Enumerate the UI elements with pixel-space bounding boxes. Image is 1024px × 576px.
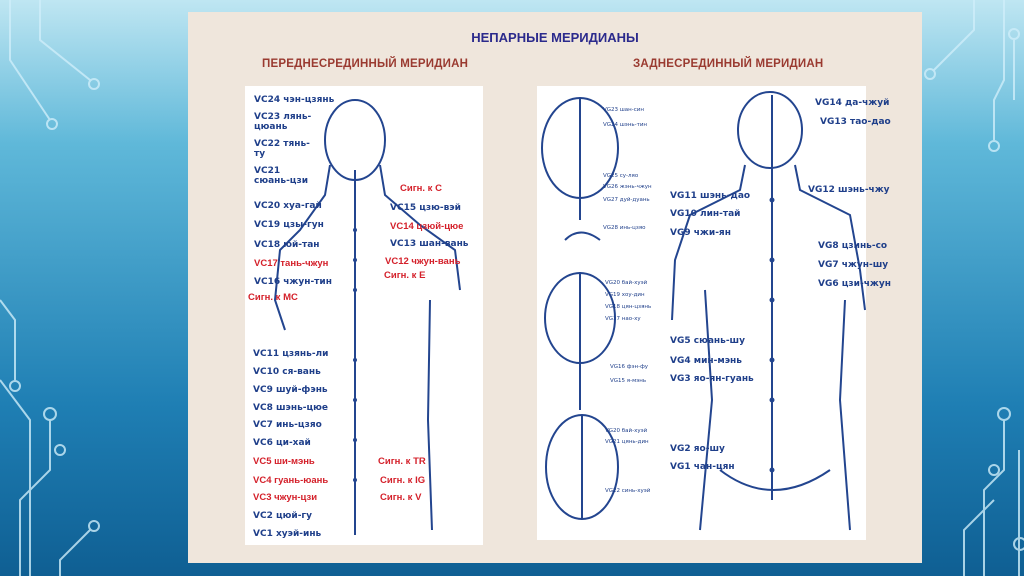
signal-c: Сигн. к С — [400, 183, 442, 194]
signal-tr: Сигн. к TR — [378, 456, 426, 467]
point-vg15: VG15 я-мэнь — [610, 378, 647, 384]
point-vg16: VG16 фэн-фу — [610, 364, 649, 370]
point-vc19: VC19 цзы-гун — [254, 220, 324, 230]
point-vg3: VG3 яо-ян-гуань — [670, 374, 754, 384]
point-vc13: VC13 шан-вань — [390, 239, 469, 249]
point-vc2: VC2 цюй-гу — [253, 511, 312, 521]
point-vc15: VC15 цзю-вэй — [390, 203, 461, 213]
point-vg22: VG22 синь-хуэй — [605, 488, 651, 494]
back-figure-panel — [537, 86, 866, 540]
point-vg23: VG23 шан-син — [603, 107, 644, 113]
back-meridian-heading: ЗАДНЕСРЕДИННЫЙ МЕРИДИАН — [633, 58, 824, 70]
point-vg20-back: VG20 бай-хуэй — [605, 280, 648, 286]
back-body-left — [671, 164, 746, 321]
point-vc23: VC23 лянь-цюань — [254, 112, 312, 132]
circuit-decoration-left — [0, 0, 100, 576]
point-vc24: VC24 чэн-цзянь — [254, 95, 335, 105]
point-vc7: VC7 инь-цзяо — [253, 420, 322, 430]
back-buttocks — [719, 469, 831, 491]
point-vg27: VG27 дуй-дуань — [603, 197, 650, 203]
front-figure-panel — [245, 86, 483, 545]
point-vc10: VC10 ся-вань — [253, 367, 321, 377]
point-vg10: VG10 лин-тай — [670, 209, 741, 219]
back-head-outline — [737, 91, 803, 169]
point-vg26: VG26 жэнь-чжун — [603, 184, 652, 190]
point-vc1: VC1 хуэй-инь — [253, 529, 322, 539]
point-vg18: VG18 цян-цзянь — [605, 304, 652, 310]
point-vc17: VC17 тань-чжун — [254, 258, 329, 269]
point-vg5: VG5 сюань-шу — [670, 336, 745, 346]
point-vc21: VC21 сюань-цзи — [254, 166, 309, 186]
point-vg8: VG8 цзинь-со — [818, 241, 888, 251]
point-vg13: VG13 тао-дао — [820, 117, 891, 127]
point-vg21: VG21 цянь-дин — [605, 439, 649, 445]
meridian-chart-panel: НЕПАРНЫЕ МЕРИДИАНЫ ПЕРЕДНЕСРЕДИННЫЙ МЕРИ… — [188, 12, 922, 563]
point-vg24: VG24 шэнь-тин — [603, 122, 648, 128]
point-vc14: VC14 цзюй-цюе — [390, 221, 464, 232]
slide-title: НЕПАРНЫЕ МЕРИДИАНЫ — [471, 30, 639, 45]
point-vc5: VC5 ши-мэнь — [253, 456, 315, 467]
mouth-outline — [564, 231, 601, 241]
point-vc22: VC22 тянь-ту — [254, 139, 310, 159]
point-vc20: VC20 хуа-гай — [254, 201, 322, 211]
front-body-left — [273, 164, 331, 331]
point-vg19: VG19 хоу-дин — [605, 292, 645, 298]
point-vg25: VG25 су-ляо — [603, 173, 639, 179]
back-body-sides — [699, 289, 851, 531]
point-vg2: VG2 яо-шу — [670, 444, 725, 454]
point-vc18: VC18 юй-тан — [254, 240, 320, 250]
signal-v: Сигн. к V — [380, 492, 422, 503]
point-vc8: VC8 шэнь-цюе — [253, 403, 329, 413]
point-vg1: VG1 чан-цян — [670, 462, 735, 472]
front-meridian-heading: ПЕРЕДНЕСРЕДИННЫЙ МЕРИДИАН — [262, 58, 469, 70]
point-vg12: VG12 шэнь-чжу — [808, 185, 890, 195]
back-body-right — [794, 164, 866, 311]
point-vc3: VC3 чжун-цзи — [253, 492, 318, 503]
point-vg9: VG9 чжи-ян — [670, 228, 731, 238]
point-vc4: VC4 гуань-юань — [253, 475, 329, 486]
signal-e: Сигн. к Е — [384, 270, 426, 281]
point-vc11: VC11 цзянь-ли — [253, 349, 329, 359]
point-vc9: VC9 шуй-фэнь — [253, 385, 328, 395]
signal-ig: Сигн. к IG — [380, 475, 426, 486]
front-head-outline — [324, 99, 386, 181]
signal-mc: Сигн. к МС — [248, 292, 298, 303]
point-vg4: VG4 мин-мэнь — [670, 356, 742, 366]
point-vc16: VC16 чжун-тин — [254, 277, 332, 287]
point-vg28: VG28 инь-цзяо — [603, 225, 646, 231]
point-vg20-top: VG20 бай-хуэй — [605, 428, 648, 434]
point-vc6: VC6 ци-хай — [253, 438, 311, 448]
front-body-right — [379, 164, 461, 291]
point-vg14: VG14 да-чжуй — [815, 98, 890, 108]
point-vg6: VG6 цзи-чжун — [818, 279, 891, 289]
point-vg7: VG7 чжун-шу — [818, 260, 889, 270]
front-body-right-side — [426, 299, 433, 531]
point-vg17: VG17 нао-ху — [605, 316, 641, 322]
point-vg11: VG11 шэнь-дао — [670, 191, 751, 201]
circuit-decoration-right — [924, 0, 1024, 576]
point-vc12: VC12 чжун-вань — [385, 256, 461, 267]
